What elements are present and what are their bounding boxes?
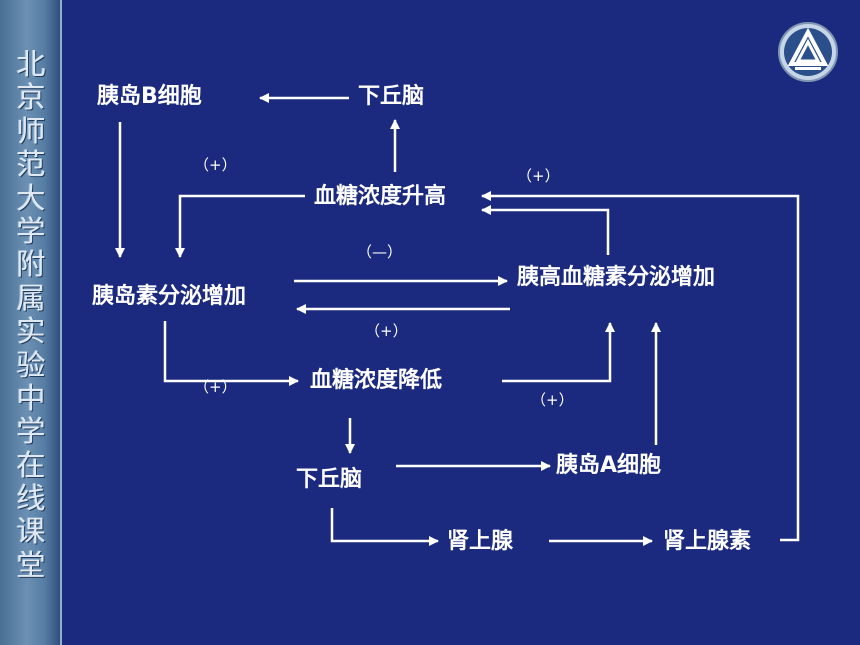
diagram-arrows xyxy=(115,93,800,546)
arrow-fall-to-glucagon xyxy=(502,322,615,383)
sign-glucagon-to-insulin: （+） xyxy=(365,322,408,340)
node-glucose-rise: 血糖浓度升高 xyxy=(314,184,447,209)
sidebar: 北京师范大学附属实验中学在线课堂 xyxy=(0,0,62,645)
sidebar-title-char: 实 xyxy=(16,314,46,349)
node-islet-a-cell: 胰岛A细胞 xyxy=(556,453,662,478)
node-hypothalamus-bottom: 下丘脑 xyxy=(296,467,363,492)
sidebar-title-char: 课 xyxy=(16,514,46,549)
sign-fall-to-glucagon: （+） xyxy=(531,391,574,409)
sidebar-title: 北京师范大学附属实验中学在线课堂 xyxy=(0,47,62,582)
sidebar-title-char: 验 xyxy=(16,347,46,382)
sign-rise-right: （+） xyxy=(517,167,560,185)
sidebar-title-char: 范 xyxy=(16,147,46,182)
sign-rise-left: （+） xyxy=(194,156,237,174)
node-insulin-increase: 胰岛素分泌增加 xyxy=(92,284,247,309)
arrow-hypothalamus-to-adrenal xyxy=(330,508,439,546)
sidebar-title-char: 中 xyxy=(16,380,46,415)
node-adrenal-gland: 肾上腺 xyxy=(447,529,514,554)
school-logo-icon xyxy=(778,22,838,82)
arrow-adrenaline-to-rise xyxy=(481,191,800,542)
sidebar-title-char: 在 xyxy=(16,447,46,482)
sidebar-title-char: 线 xyxy=(16,481,46,516)
node-adrenaline: 肾上腺素 xyxy=(663,529,752,554)
node-islet-b-cell: 胰岛B细胞 xyxy=(97,84,202,109)
sidebar-title-char: 堂 xyxy=(16,547,46,582)
sidebar-title-char: 属 xyxy=(16,280,46,315)
sign-insulin-to-glucagon: （—） xyxy=(357,243,403,261)
arrow-insulin-to-fall xyxy=(163,321,299,386)
sidebar-title-char: 附 xyxy=(16,247,46,282)
node-glucagon-increase: 胰高血糖素分泌增加 xyxy=(517,265,716,290)
sidebar-title-char: 北 xyxy=(16,47,46,81)
node-hypothalamus-top: 下丘脑 xyxy=(358,84,425,109)
arrow-glucagon-to-rise xyxy=(481,205,610,255)
sidebar-title-char: 大 xyxy=(16,180,46,215)
diagram: 胰岛B细胞 下丘脑 血糖浓度升高 胰岛素分泌增加 胰高血糖素分泌增加 血糖浓度降… xyxy=(62,0,860,645)
node-glucose-fall: 血糖浓度降低 xyxy=(310,368,443,393)
sidebar-title-char: 学 xyxy=(16,213,46,248)
sign-insulin-to-fall: （+） xyxy=(194,378,237,396)
sidebar-title-char: 京 xyxy=(16,80,46,115)
sidebar-title-char: 师 xyxy=(16,113,46,148)
arrow-rise-to-insulin xyxy=(175,194,305,258)
sidebar-title-char: 学 xyxy=(16,414,46,449)
